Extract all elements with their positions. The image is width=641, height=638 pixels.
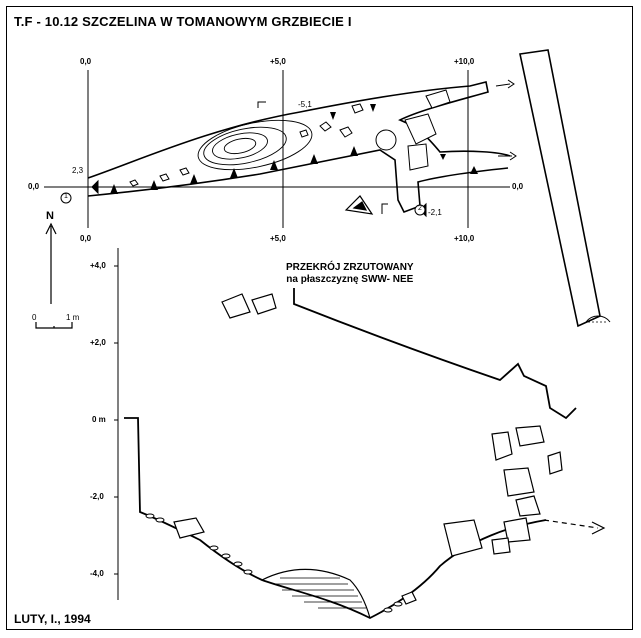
section-title-line2: na płaszczyznę SWW- NEE (286, 274, 414, 285)
section-axis-label-zero: 0 m (92, 415, 106, 424)
plan-label-top-5: +5,0 (270, 57, 286, 66)
plan-label-left-0: 0,0 (28, 182, 40, 191)
scale-bar (35, 322, 73, 329)
plan-point-height-b: -5,1 (298, 100, 312, 109)
plan-cave-outline (87, 81, 511, 214)
section-rubble (145, 513, 403, 613)
section-axis-label-minus2: -2,0 (90, 492, 104, 501)
plan-boulders (129, 89, 451, 187)
plan-label-bottom-5: +5,0 (270, 234, 286, 243)
plan-label-top-10: +10,0 (454, 57, 475, 66)
sheet-frame (6, 6, 633, 630)
scale-label-left: 0 (32, 313, 37, 322)
section-sediment-cone (261, 568, 371, 619)
section-title: PRZEKRÓJ ZRZUTOWANY na płaszczyznę SWW- … (286, 262, 414, 286)
section-axis-label-plus4: +4,0 (90, 261, 106, 270)
section-axis-label-minus4: -4,0 (90, 569, 104, 578)
plan-label-right-0: 0,0 (512, 182, 524, 191)
section-axis (114, 248, 119, 600)
north-arrow (45, 222, 57, 304)
side-fissure (519, 49, 611, 328)
section-continuation (543, 519, 606, 535)
plan-wall-teeth (110, 104, 478, 194)
author-credit: LUTY, I., 1994 (14, 612, 91, 626)
plan-profile-icon (344, 195, 374, 215)
plan-station-2: 2 (418, 205, 422, 212)
north-label: N (46, 210, 54, 222)
plan-station-1: 1 (64, 193, 68, 200)
section-boulders (173, 293, 563, 605)
section-axis-label-plus2: +2,0 (90, 338, 106, 347)
plan-point-height-a: 2,3 (72, 166, 84, 175)
plan-stations (60, 192, 426, 216)
plan-label-bottom-10: +10,0 (454, 234, 475, 243)
plan-label-top-0: 0,0 (80, 57, 92, 66)
plan-point-height-c: -2,1 (428, 208, 442, 217)
scale-label-right: 1 m (66, 313, 80, 322)
plan-contour-rings (197, 119, 313, 171)
section-title-line1: PRZEKRÓJ ZRZUTOWANY (286, 262, 414, 273)
sheet-title: T.F - 10.12 SZCZELINA W TOMANOWYM GRZBIE… (14, 14, 352, 29)
plan-label-bottom-0: 0,0 (80, 234, 92, 243)
